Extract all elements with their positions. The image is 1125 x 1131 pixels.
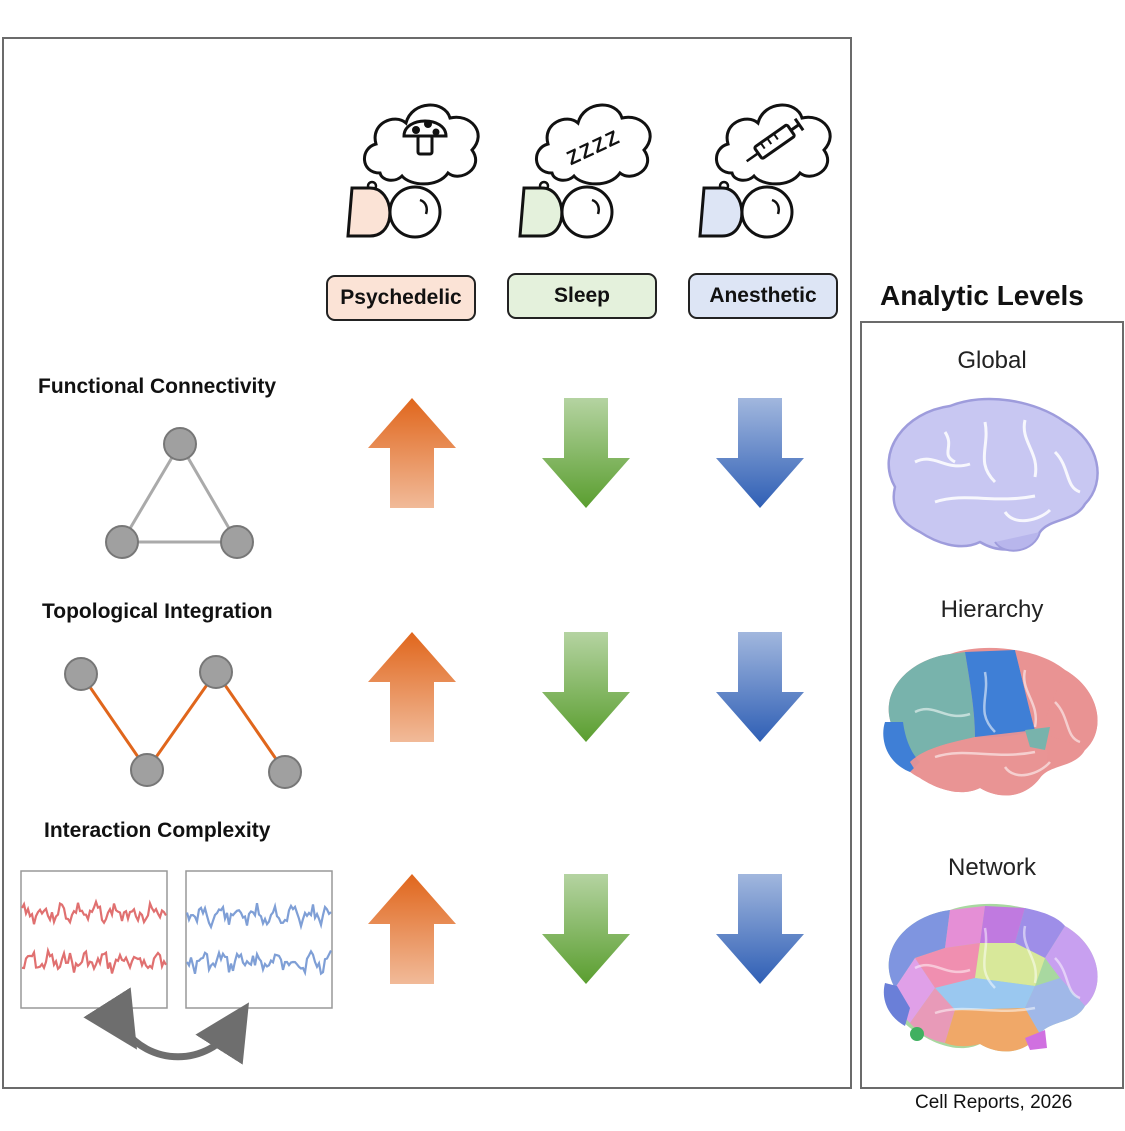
level-title-global: Global <box>957 347 1027 374</box>
graph-node <box>130 753 164 787</box>
head-circle <box>388 185 442 239</box>
arrow-down-topological-integration-anesthetic <box>716 632 804 742</box>
arrow-down-topological-integration-sleep <box>542 632 630 742</box>
arrow-up-functional-connectivity-psychedelic <box>368 398 456 508</box>
graph-node <box>64 657 98 691</box>
arrow-down-interaction-complexity-anesthetic <box>716 874 804 984</box>
head-sleep: ZZZZ <box>518 103 652 239</box>
zigzag-graph-icon <box>64 655 302 789</box>
head-anesthetic <box>698 103 832 239</box>
head-psychedelic <box>346 103 480 239</box>
graph-node <box>268 755 302 789</box>
arrow-down-functional-connectivity-anesthetic <box>716 398 804 508</box>
graph-node <box>220 525 254 559</box>
measure-title-topological-integration: Topological Integration <box>42 600 273 623</box>
arrow-down-interaction-complexity-sleep <box>542 874 630 984</box>
condition-label-psychedelic: Psychedelic <box>326 275 476 321</box>
condition-label-anesthetic: Anesthetic <box>688 273 838 319</box>
syringe-icon <box>745 117 805 163</box>
thought-cloud <box>535 103 652 186</box>
measure-title-functional-connectivity: Functional Connectivity <box>38 375 277 398</box>
head-circle <box>740 185 794 239</box>
condition-label-sleep: Sleep <box>507 273 657 319</box>
analytic-levels-panel <box>860 321 1124 1089</box>
signal-box-left <box>20 870 168 1009</box>
brain-network-icon <box>883 903 1098 1052</box>
brain-global-icon <box>887 397 1099 552</box>
head-circle <box>560 185 614 239</box>
level-title-hierarchy: Hierarchy <box>940 596 1044 623</box>
signal-box-right <box>185 870 333 1009</box>
brain-hierarchy-icon <box>883 647 1098 796</box>
bidirectional-arrow-icon <box>83 987 250 1065</box>
graph-node <box>163 427 197 461</box>
triangle-graph-icon <box>105 427 254 559</box>
main-panel <box>2 37 852 1089</box>
arrow-down-functional-connectivity-sleep <box>542 398 630 508</box>
arrow-up-interaction-complexity-psychedelic <box>368 874 456 984</box>
graph-node <box>199 655 233 689</box>
citation-credit: Cell Reports, 2026 <box>915 1092 1073 1113</box>
level-title-network: Network <box>947 854 1037 881</box>
measure-title-interaction-complexity: Interaction Complexity <box>44 819 271 842</box>
arrow-up-topological-integration-psychedelic <box>368 632 456 742</box>
graph-node <box>105 525 139 559</box>
analytic-levels-title: Analytic Levels <box>880 280 1084 311</box>
mushroom-icon <box>402 119 448 156</box>
